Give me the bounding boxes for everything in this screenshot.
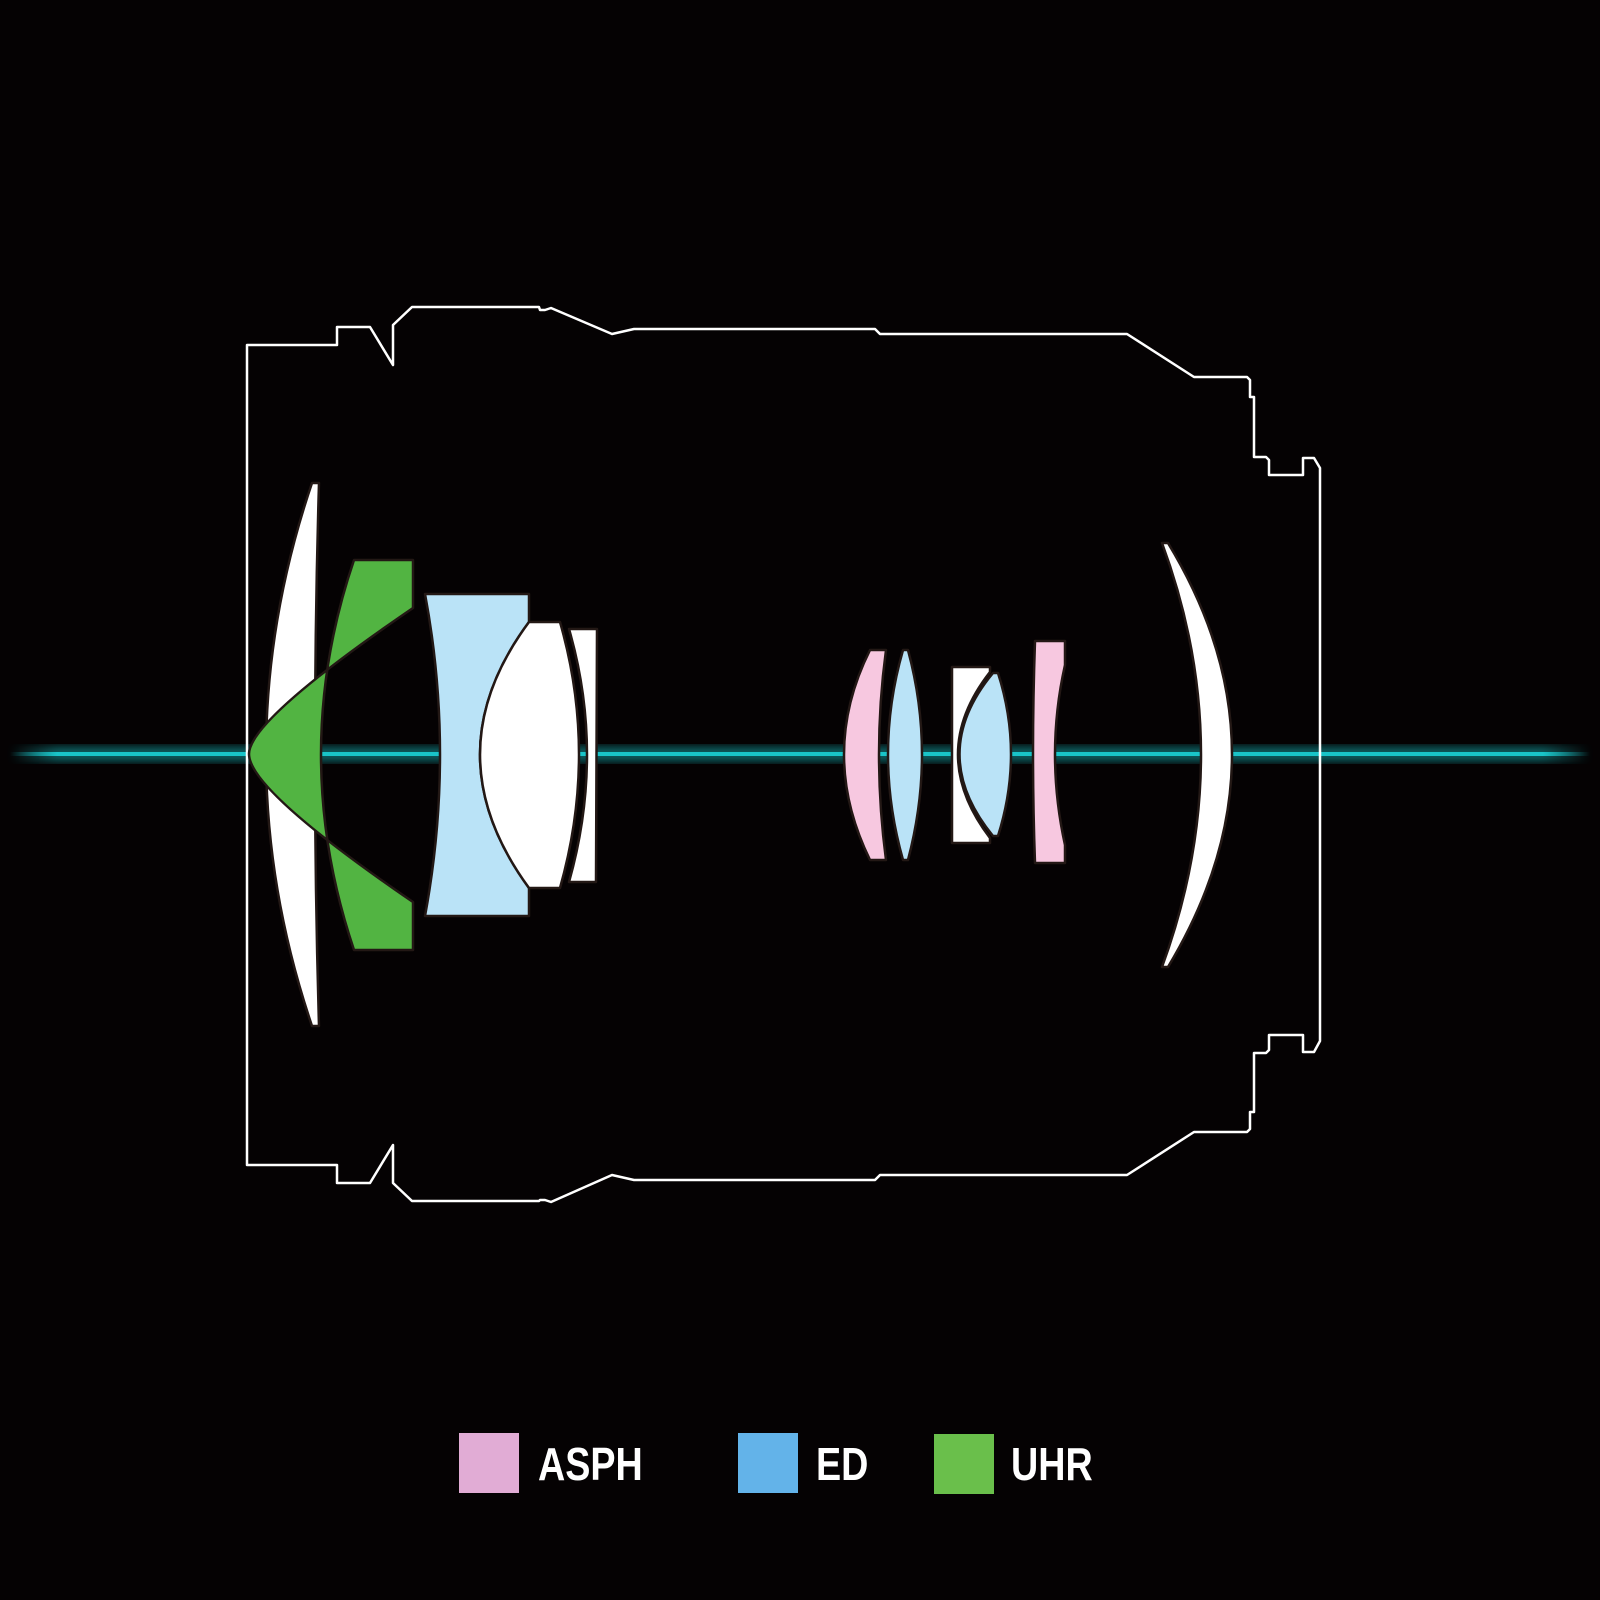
lens-element-6-asph [842, 648, 888, 862]
legend-label-uhr: UHR [1011, 1438, 1093, 1489]
lens-element-2-uhr [247, 558, 415, 952]
lens-element-10-asph [1031, 639, 1067, 865]
legend-item-uhr: UHR [934, 1434, 1093, 1494]
legend-swatch-asph [459, 1433, 519, 1493]
lens-element-4-plain [478, 620, 581, 890]
lens-element-11-plain [1160, 541, 1234, 969]
lens-barrel-outline [245, 305, 1322, 1204]
lens-element-9-ed [958, 671, 1013, 838]
legend-item-ed: ED [738, 1433, 868, 1493]
legend-swatch-ed [738, 1433, 798, 1493]
legend-item-asph: ASPH [459, 1433, 643, 1493]
legend: ASPH ED UHR [459, 1433, 1093, 1494]
legend-label-ed: ED [816, 1438, 868, 1489]
legend-label-asph: ASPH [538, 1438, 643, 1489]
lens-element-7-ed [886, 648, 924, 862]
legend-swatch-uhr [934, 1434, 994, 1494]
lens-element-5-plain [567, 627, 599, 884]
lens-element-8-plain [950, 665, 992, 845]
optical-axis [10, 746, 1590, 762]
